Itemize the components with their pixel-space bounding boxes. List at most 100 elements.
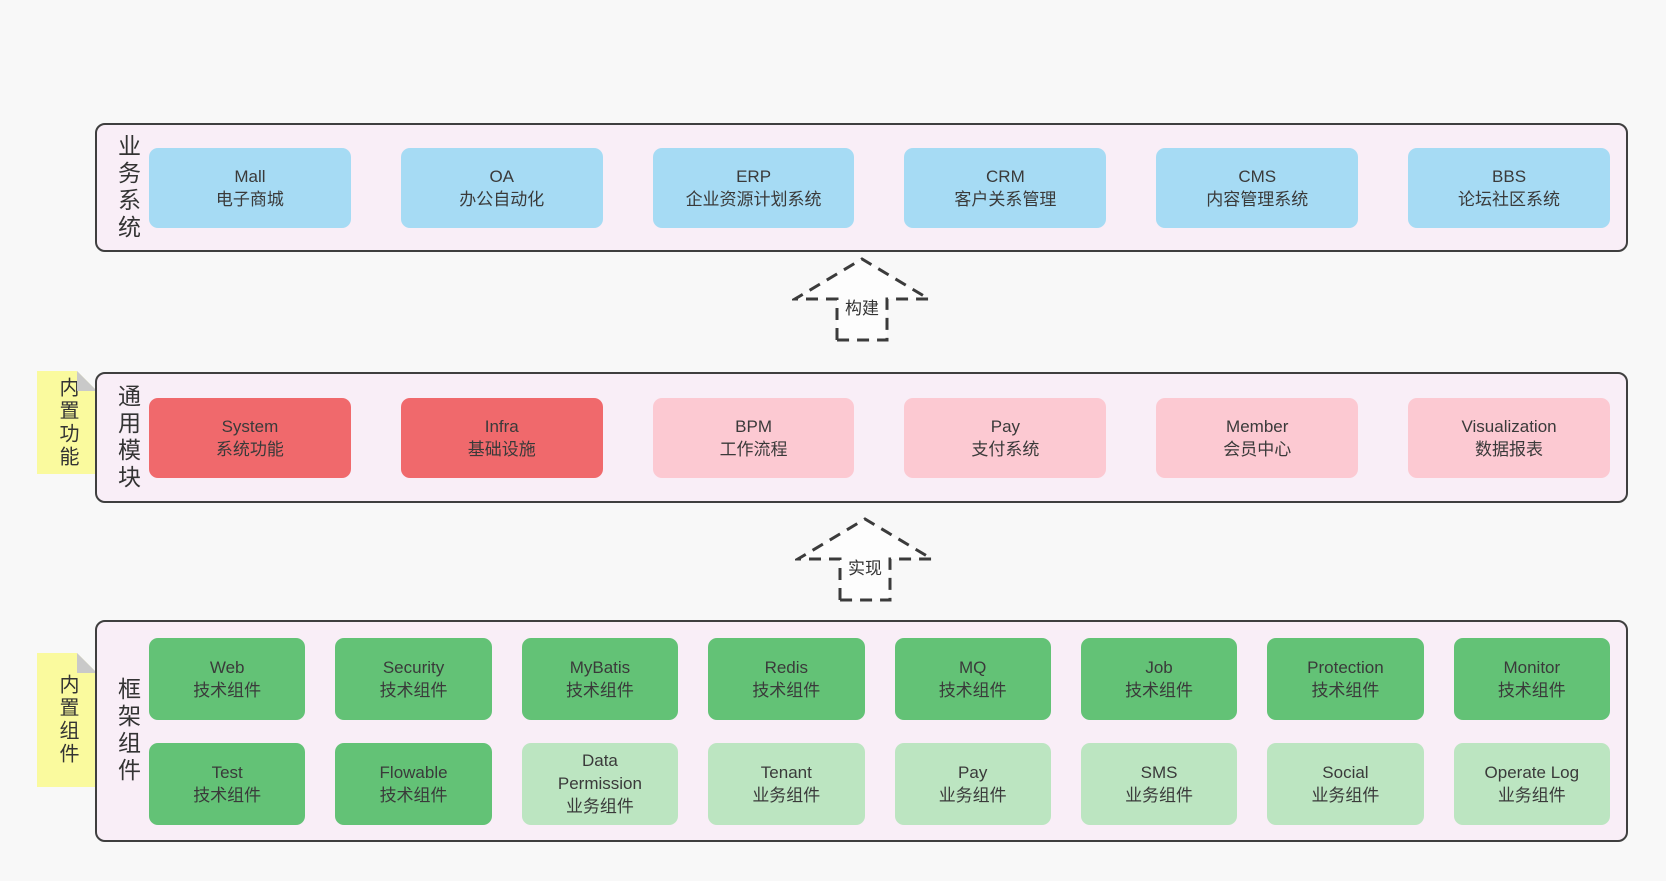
- box-subtitle: 内容管理系统: [1206, 189, 1309, 209]
- section-common-modules: 通用模块 System 系统功能 Infra 基础设施 BPM 工作流程 Pay…: [95, 372, 1628, 503]
- box-cms: CMS 内容管理系统: [1156, 147, 1359, 228]
- section-label-text: 业务系统: [114, 133, 141, 242]
- box-subtitle: 技术组件: [938, 680, 1007, 700]
- box-subtitle: 电子商城: [215, 189, 284, 209]
- box-subtitle: 技术组件: [752, 680, 821, 700]
- arrow-implement: 实现: [795, 516, 935, 604]
- box-subtitle: 技术组件: [1125, 680, 1194, 700]
- box-subtitle: 业务组件: [1125, 785, 1194, 805]
- box-crm: CRM 客户关系管理: [904, 147, 1107, 228]
- box-pay: Pay 支付系统: [904, 397, 1107, 478]
- box-title: BPM: [735, 416, 772, 436]
- box-monitor: Monitor 技术组件: [1453, 637, 1610, 720]
- section-label-framework-components: 框架组件: [105, 677, 149, 785]
- section-label-text: 框架组件: [114, 677, 141, 785]
- box-title: Web: [209, 657, 245, 677]
- box-subtitle: 基础设施: [467, 439, 536, 459]
- section-label-business-systems: 业务系统: [105, 134, 149, 242]
- box-member: Member 会员中心: [1156, 397, 1359, 478]
- box-title: Operate Log: [1484, 762, 1580, 782]
- box-title: Protection: [1307, 657, 1384, 677]
- business-boxes-area: Mall 电子商城 OA 办公自动化 ERP 企业资源计划系统 CRM 客户关系…: [149, 147, 1626, 228]
- box-protection: Protection 技术组件: [1267, 637, 1424, 720]
- box-subtitle: 业务组件: [1311, 785, 1380, 805]
- box-web: Web 技术组件: [149, 637, 306, 720]
- section-framework-components: 框架组件 Web 技术组件 Security 技术组件 MyBatis 技术组件…: [95, 620, 1628, 842]
- box-title: System: [221, 416, 279, 436]
- box-subtitle: 企业资源计划系统: [685, 189, 822, 209]
- sticky-note-builtin-components: 内置组件: [37, 653, 97, 787]
- box-bbs: BBS 论坛社区系统: [1408, 147, 1610, 228]
- box-flowable: Flowable 技术组件: [335, 742, 492, 825]
- box-sms: SMS 业务组件: [1080, 742, 1238, 825]
- box-subtitle: 技术组件: [1311, 680, 1380, 700]
- box-operate-log: Operate Log 业务组件: [1453, 742, 1610, 825]
- box-erp: ERP 企业资源计划系统: [652, 147, 855, 228]
- framework-boxes-area: Web 技术组件 Security 技术组件 MyBatis 技术组件 Redi…: [149, 637, 1626, 825]
- box-title: Flowable: [379, 762, 448, 782]
- box-mq: MQ 技术组件: [894, 637, 1051, 720]
- box-data-permission: Data Permission 业务组件: [521, 742, 679, 825]
- box-subtitle: 技术组件: [379, 680, 448, 700]
- box-subtitle: 会员中心: [1223, 439, 1292, 459]
- box-subtitle: 业务组件: [752, 785, 821, 805]
- sticky-note-builtin-features: 内置功能: [37, 371, 97, 474]
- box-subtitle: 技术组件: [193, 680, 262, 700]
- sticky-note-label: 内置组件: [56, 674, 78, 766]
- box-bpm: BPM 工作流程: [652, 397, 855, 478]
- box-tenant: Tenant 业务组件: [708, 742, 865, 825]
- box-job: Job 技术组件: [1080, 637, 1238, 720]
- box-subtitle: 工作流程: [719, 439, 788, 459]
- modules-box-row: System 系统功能 Infra 基础设施 BPM 工作流程 Pay 支付系统…: [149, 397, 1610, 478]
- box-title: Data Permission: [557, 751, 642, 793]
- box-visualization: Visualization 数据报表: [1408, 397, 1610, 478]
- box-test: Test 技术组件: [149, 742, 306, 825]
- box-social: Social 业务组件: [1267, 742, 1424, 825]
- box-subtitle: 办公自动化: [459, 189, 545, 209]
- section-label-common-modules: 通用模块: [105, 384, 149, 492]
- box-title: Social: [1322, 762, 1369, 782]
- box-title: CRM: [986, 166, 1025, 186]
- box-title: Redis: [764, 657, 809, 677]
- box-subtitle: 技术组件: [565, 680, 634, 700]
- box-security: Security 技术组件: [335, 637, 492, 720]
- box-title: Pay: [990, 416, 1021, 436]
- section-business-systems: 业务系统 Mall 电子商城 OA 办公自动化 ERP 企业资源计划系统 CRM…: [95, 123, 1628, 252]
- box-subtitle: 论坛社区系统: [1458, 189, 1561, 209]
- arrow-caption-text: 实现: [845, 559, 885, 578]
- box-redis: Redis 技术组件: [708, 637, 865, 720]
- box-title: Mall: [234, 166, 266, 186]
- box-subtitle: 技术组件: [193, 785, 262, 805]
- box-subtitle: 数据报表: [1475, 439, 1544, 459]
- arrow-caption: 构建: [792, 294, 932, 319]
- box-subtitle: 技术组件: [379, 785, 448, 805]
- box-oa: OA 办公自动化: [400, 147, 603, 228]
- box-title: Monitor: [1503, 657, 1561, 677]
- modules-boxes-area: System 系统功能 Infra 基础设施 BPM 工作流程 Pay 支付系统…: [149, 397, 1626, 478]
- box-subtitle: 业务组件: [1497, 785, 1566, 805]
- box-title: Infra: [484, 416, 519, 436]
- box-subtitle: 业务组件: [938, 785, 1007, 805]
- box-mybatis: MyBatis 技术组件: [521, 637, 679, 720]
- framework-box-row-1: Web 技术组件 Security 技术组件 MyBatis 技术组件 Redi…: [149, 637, 1610, 720]
- box-mall: Mall 电子商城: [149, 147, 351, 228]
- box-pay-business: Pay 业务组件: [894, 742, 1051, 825]
- business-box-row: Mall 电子商城 OA 办公自动化 ERP 企业资源计划系统 CRM 客户关系…: [149, 147, 1610, 228]
- box-title: CMS: [1238, 166, 1277, 186]
- box-title: Member: [1226, 416, 1289, 436]
- box-title: OA: [489, 166, 515, 186]
- arrow-build: 构建: [792, 256, 932, 344]
- framework-box-row-2: Test 技术组件 Flowable 技术组件 Data Permission …: [149, 742, 1610, 825]
- box-title: ERP: [736, 166, 772, 186]
- box-title: MQ: [958, 657, 987, 677]
- box-title: Security: [382, 657, 445, 677]
- box-subtitle: 支付系统: [971, 439, 1040, 459]
- arrow-caption: 实现: [795, 554, 935, 579]
- section-label-text: 通用模块: [114, 383, 141, 492]
- box-title: Pay: [958, 762, 988, 782]
- box-title: SMS: [1140, 762, 1178, 782]
- box-title: BBS: [1492, 166, 1527, 186]
- box-title: Tenant: [760, 762, 812, 782]
- sticky-note-label: 内置功能: [56, 376, 78, 469]
- box-title: Test: [211, 762, 243, 782]
